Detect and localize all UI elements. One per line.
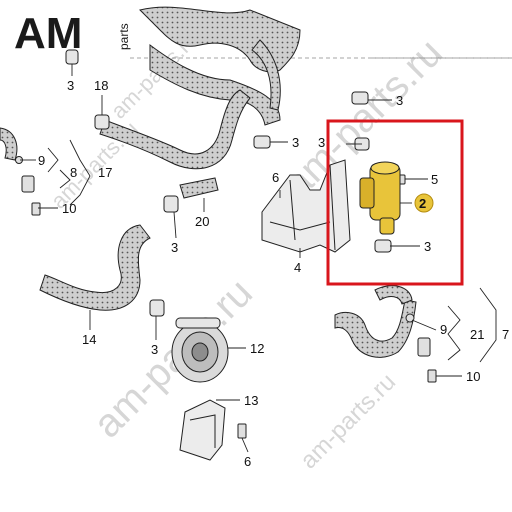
logo: AM parts <box>0 0 140 58</box>
callout-3: 3 <box>151 342 158 357</box>
screw-icon <box>31 202 41 216</box>
callout-7: 7 <box>502 327 509 342</box>
hose-7-group <box>334 299 417 358</box>
watermark-text: am-parts.ru <box>295 368 401 474</box>
callout-2: 2 <box>419 196 426 211</box>
callout-18: 18 <box>94 78 108 93</box>
clamp-icon <box>163 195 179 213</box>
hose-14 <box>39 224 151 311</box>
hose-top-right <box>251 39 281 111</box>
callout-4: 4 <box>294 260 301 275</box>
callout-5: 5 <box>431 172 438 187</box>
callout-3: 3 <box>292 135 299 150</box>
pump-12 <box>171 317 229 383</box>
highlighted-part-2 <box>359 161 401 235</box>
clamp-icon <box>149 299 165 317</box>
highlight-box <box>326 119 464 286</box>
callout-6: 6 <box>272 170 279 185</box>
callout-21: 21 <box>470 327 484 342</box>
clamp-icon <box>94 114 110 130</box>
bracket-13 <box>179 399 226 461</box>
clamp-icon <box>253 135 271 149</box>
logo-sub: parts <box>117 23 131 50</box>
callout-9: 9 <box>38 153 45 168</box>
hose-7-upper <box>374 285 413 305</box>
callout-2-marker <box>414 193 434 213</box>
callout-3: 3 <box>67 78 74 93</box>
callout-10: 10 <box>466 369 480 384</box>
callout-12: 12 <box>250 341 264 356</box>
callout-3: 3 <box>318 135 325 150</box>
hose-18 <box>99 89 251 170</box>
callout-8: 8 <box>70 165 77 180</box>
screw-icon <box>427 369 437 383</box>
sensor-icon <box>417 337 431 357</box>
clamp-icon <box>65 49 79 65</box>
callout-14: 14 <box>82 332 96 347</box>
callouts: 3 18 3 3 3 9 8 17 10 20 6 5 2 4 3 3 14 3… <box>38 78 509 469</box>
callout-3: 3 <box>171 240 178 255</box>
callout-3: 3 <box>424 239 431 254</box>
callout-13: 13 <box>244 393 258 408</box>
hose-left-upper <box>0 127 18 161</box>
hose-top-loop <box>149 44 281 126</box>
callout-9: 9 <box>440 322 447 337</box>
hoses <box>0 6 417 358</box>
clamp-icon <box>374 239 392 253</box>
leader-lines <box>20 64 497 453</box>
callout-10: 10 <box>62 201 76 216</box>
sensor-icon <box>21 175 35 193</box>
callout-6: 6 <box>244 454 251 469</box>
clamp-icon <box>351 91 369 105</box>
callout-3: 3 <box>396 93 403 108</box>
hose-20 <box>179 177 219 199</box>
callout-20: 20 <box>195 214 209 229</box>
callout-17: 17 <box>98 165 112 180</box>
screw-icon <box>237 423 247 439</box>
